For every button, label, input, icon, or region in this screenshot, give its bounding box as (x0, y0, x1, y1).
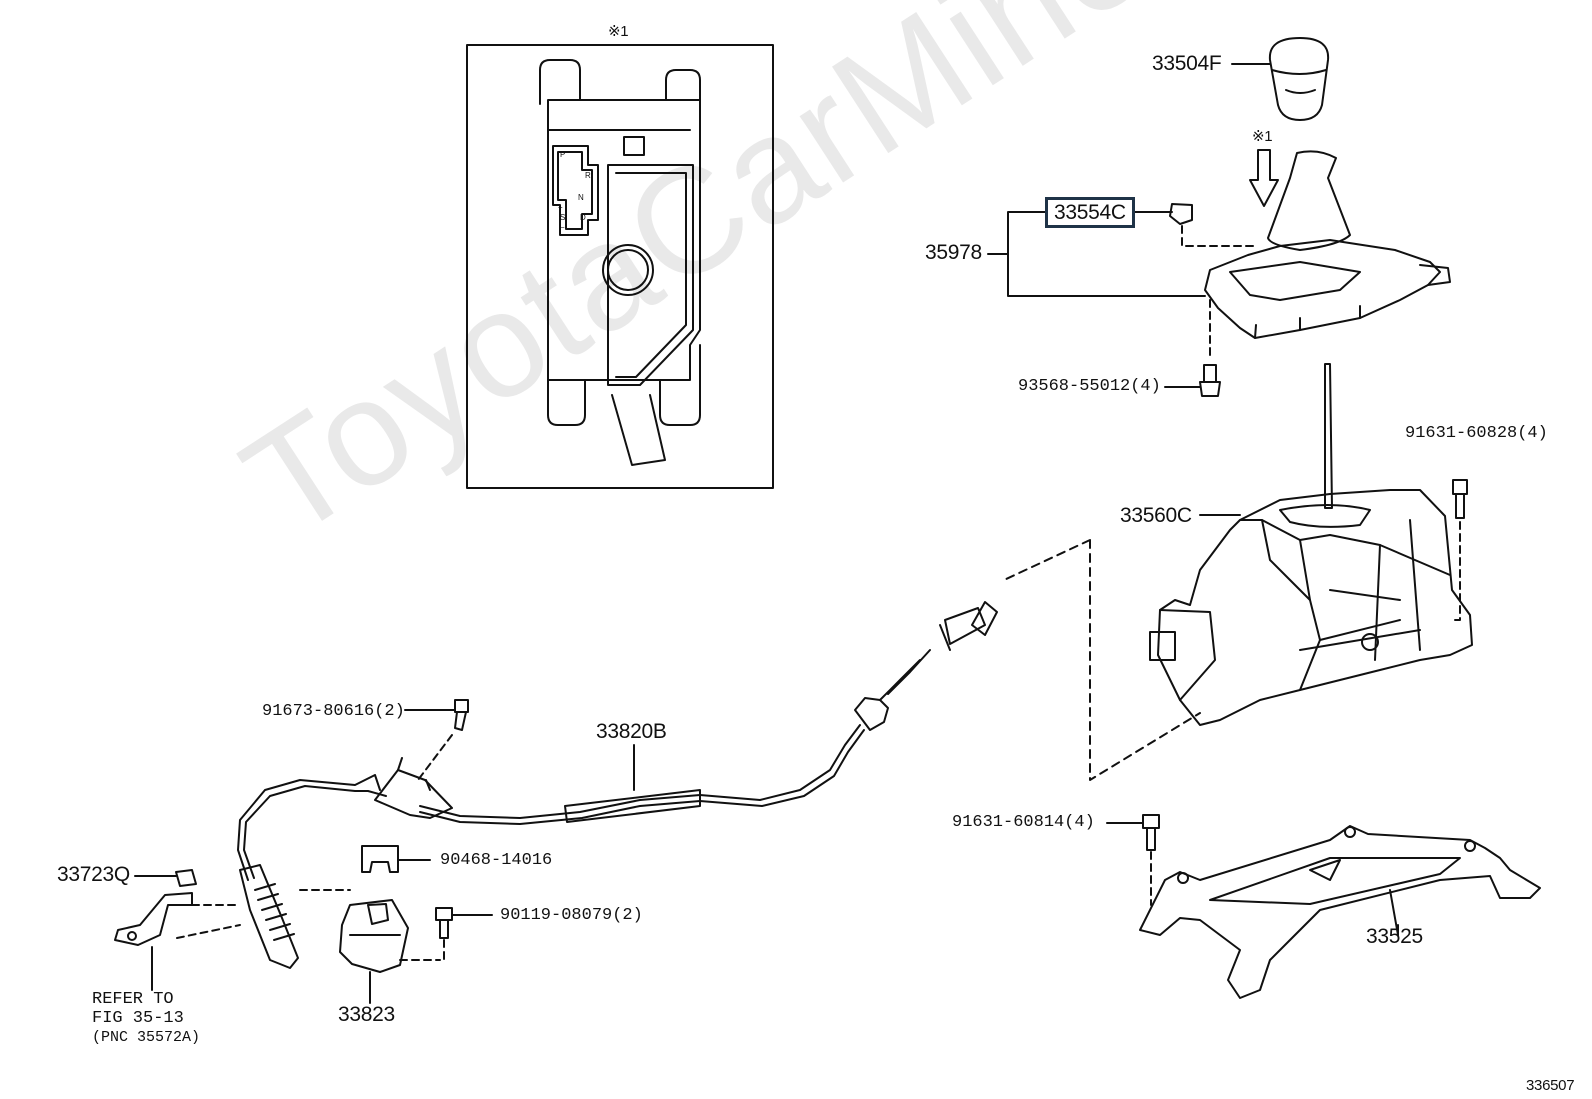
gate-letter-p: P (560, 150, 565, 159)
label-33554C: 33554C (1045, 197, 1135, 228)
view-arrow (1249, 149, 1279, 207)
bolt-lower-right (1106, 814, 1160, 906)
indicator-housing (987, 150, 1451, 359)
gate-letter-d: D (580, 213, 586, 222)
screw-upper (1164, 364, 1221, 397)
label-33560C: 33560C (1120, 504, 1192, 527)
gate-letter-plus: + (558, 203, 563, 212)
lower-bracket (1139, 825, 1541, 999)
label-33823: 33823 (338, 1003, 395, 1026)
inset-marker: ※1 (608, 23, 629, 40)
refer-note-line1: REFER TO (92, 990, 174, 1009)
gate-letter-minus: − (560, 223, 565, 232)
figure-id: 336507 (1526, 1077, 1575, 1094)
cable-bracket (299, 889, 441, 1004)
inset-detail-box (466, 44, 774, 489)
bolt-cable (404, 699, 469, 781)
label-90468-14016: 90468-14016 (440, 851, 553, 870)
shift-lever-housing (1003, 363, 1473, 781)
gate-letter-n: N (578, 193, 584, 202)
label-91631-60814: 91631-60814(4) (952, 813, 1095, 832)
refer-note-line3: (PNC 35572A) (92, 1029, 201, 1046)
refer-note: REFER TO FIG 35-13 (PNC 35572A) (92, 990, 200, 1047)
bolt-right (1449, 479, 1468, 621)
nut-left (114, 869, 241, 991)
label-93568-55012: 93568-55012(4) (1018, 377, 1161, 396)
label-33504F: 33504F (1152, 52, 1222, 75)
label-33525: 33525 (1366, 925, 1423, 948)
label-33723Q: 33723Q (57, 863, 130, 886)
clip (361, 845, 431, 873)
bolt-small (435, 907, 493, 963)
label-91673-80616: 91673-80616(2) (262, 702, 405, 721)
gate-letter-r: R (585, 171, 591, 180)
shift-knob (1231, 37, 1330, 121)
label-35978: 35978 (925, 241, 982, 264)
label-90119-08079: 90119-08079(2) (500, 906, 643, 925)
arrow-marker: ※1 (1252, 128, 1273, 145)
label-91631-60828: 91631-60828(4) (1405, 424, 1548, 443)
control-cable (237, 601, 998, 969)
label-33820B: 33820B (596, 720, 667, 743)
gate-letter-s: S (560, 213, 565, 222)
refer-note-line2: FIG 35-13 (92, 1009, 184, 1028)
